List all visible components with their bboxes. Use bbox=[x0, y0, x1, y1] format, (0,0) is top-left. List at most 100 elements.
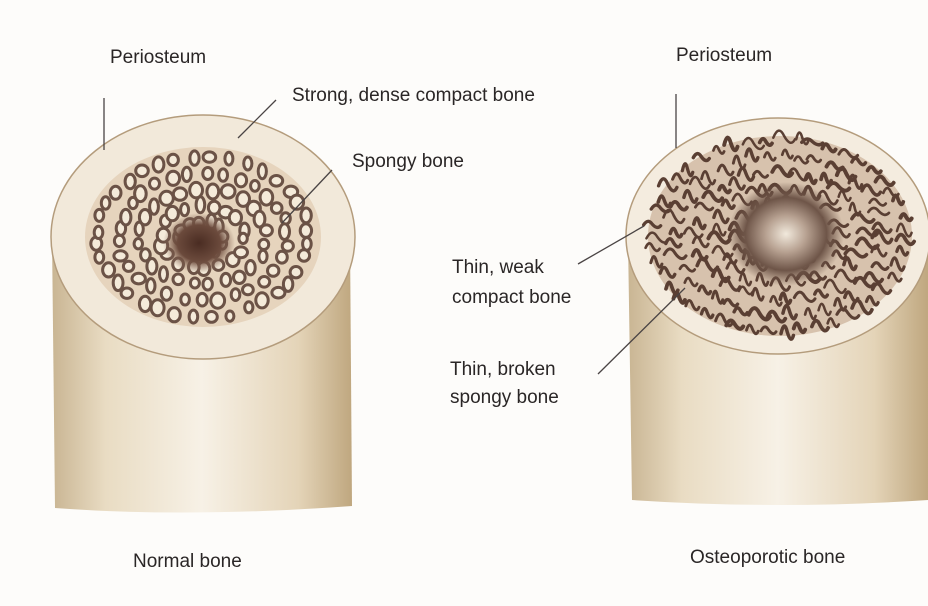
label-thin-weak-compact-bone: Thin, weak compact bone bbox=[452, 256, 571, 310]
normal-pore bbox=[234, 271, 246, 283]
normal-pore bbox=[271, 203, 282, 214]
normal-pore bbox=[280, 224, 290, 240]
normal-pore bbox=[300, 224, 311, 238]
normal-pore bbox=[113, 275, 123, 291]
normal-pore bbox=[203, 168, 213, 180]
normal-pore bbox=[123, 261, 133, 271]
normal-pore bbox=[206, 312, 218, 323]
normal-pore bbox=[245, 302, 253, 313]
normal-pore bbox=[259, 250, 267, 262]
normal-pore bbox=[121, 209, 131, 225]
label-thin-broken-spongy-bone: Thin, broken spongy bone bbox=[450, 358, 559, 410]
label-thin-weak-line2: compact bone bbox=[452, 286, 571, 310]
normal-pore bbox=[243, 285, 254, 295]
normal-pore bbox=[168, 308, 180, 322]
caption-osteoporotic-bone: Osteoporotic bone bbox=[690, 546, 845, 570]
normal-pore bbox=[239, 233, 247, 243]
normal-pore bbox=[190, 182, 203, 197]
normal-pore bbox=[244, 157, 252, 170]
normal-pore bbox=[231, 289, 240, 301]
normal-pore bbox=[114, 251, 127, 261]
normal-pore bbox=[173, 188, 186, 200]
osteoporotic-bone bbox=[626, 118, 928, 505]
normal-pore bbox=[277, 251, 288, 263]
normal-pore bbox=[153, 157, 164, 172]
normal-pore bbox=[259, 277, 270, 288]
normal-pore bbox=[268, 265, 279, 276]
label-periosteum-left: Periosteum bbox=[110, 46, 206, 70]
normal-pore bbox=[259, 239, 269, 249]
normal-pore bbox=[219, 169, 228, 181]
normal-pore bbox=[190, 278, 199, 288]
normal-pore bbox=[150, 199, 159, 214]
normal-bone-marrow-core bbox=[163, 213, 235, 273]
normal-pore bbox=[110, 186, 121, 199]
normal-pore bbox=[135, 186, 147, 202]
normal-pore bbox=[221, 273, 231, 286]
normal-pore bbox=[226, 311, 234, 321]
normal-pore bbox=[134, 239, 142, 249]
normal-pore bbox=[235, 247, 248, 258]
normal-pore bbox=[160, 267, 168, 282]
normal-pore bbox=[136, 165, 149, 177]
normal-pore bbox=[181, 204, 189, 216]
normal-pore bbox=[260, 190, 273, 206]
normal-pore bbox=[290, 267, 302, 278]
normal-pore bbox=[151, 300, 164, 316]
label-strong-dense-compact-bone: Strong, dense compact bone bbox=[292, 84, 535, 108]
normal-pore bbox=[260, 225, 272, 236]
normal-pore bbox=[196, 197, 205, 213]
normal-pore bbox=[229, 211, 241, 225]
normal-pore bbox=[139, 210, 150, 225]
normal-pore bbox=[189, 310, 198, 323]
normal-pore bbox=[166, 206, 178, 220]
normal-pore bbox=[181, 294, 190, 305]
label-thin-broken-line1: Thin, broken bbox=[450, 358, 559, 382]
normal-pore bbox=[235, 174, 246, 187]
normal-pore bbox=[147, 279, 155, 293]
normal-pore bbox=[246, 261, 255, 275]
normal-pore bbox=[160, 191, 173, 205]
normal-pore bbox=[114, 235, 124, 246]
label-thin-weak-line1: Thin, weak bbox=[452, 256, 571, 280]
normal-bone bbox=[51, 115, 355, 513]
normal-pore bbox=[282, 241, 293, 251]
normal-pore bbox=[121, 288, 133, 298]
normal-pore bbox=[125, 174, 135, 188]
normal-pore bbox=[182, 167, 191, 181]
normal-pore bbox=[161, 287, 171, 300]
normal-pore bbox=[150, 178, 160, 189]
label-thin-broken-line2: spongy bone bbox=[450, 386, 559, 410]
normal-pore bbox=[167, 171, 180, 185]
normal-pore bbox=[103, 263, 115, 277]
normal-pore bbox=[141, 249, 151, 261]
normal-pore bbox=[256, 293, 268, 308]
osteoporotic-bone-marrow-core bbox=[728, 182, 844, 286]
normal-pore bbox=[258, 164, 266, 179]
normal-pore bbox=[203, 278, 212, 290]
caption-normal-bone: Normal bone bbox=[133, 550, 242, 574]
label-spongy-bone: Spongy bone bbox=[352, 150, 464, 174]
normal-pore bbox=[272, 287, 285, 298]
normal-pore bbox=[197, 293, 207, 306]
normal-pore bbox=[168, 154, 179, 165]
normal-pore bbox=[95, 209, 104, 221]
normal-pore bbox=[101, 197, 110, 209]
normal-pore bbox=[95, 251, 104, 263]
normal-pore bbox=[190, 151, 199, 165]
normal-pore bbox=[207, 184, 219, 199]
normal-pore bbox=[221, 185, 235, 198]
normal-pore bbox=[251, 181, 260, 192]
normal-pore bbox=[225, 152, 233, 165]
normal-pore bbox=[173, 274, 183, 285]
normal-pore bbox=[270, 176, 283, 187]
normal-pore bbox=[211, 293, 225, 308]
label-periosteum-right: Periosteum bbox=[676, 44, 772, 68]
normal-pore bbox=[203, 152, 216, 162]
normal-pore bbox=[298, 250, 309, 261]
normal-pore bbox=[301, 208, 311, 223]
normal-pore bbox=[139, 296, 150, 311]
normal-pore bbox=[132, 273, 145, 284]
normal-pore bbox=[94, 226, 103, 238]
